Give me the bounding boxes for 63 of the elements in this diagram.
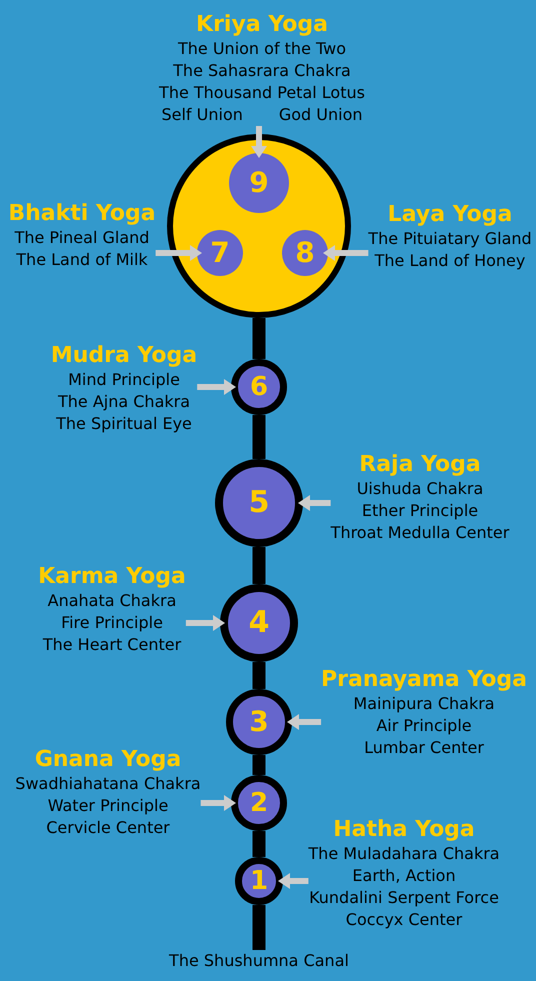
description-line: The Heart Center xyxy=(42,634,182,656)
canal-line xyxy=(252,662,266,689)
chakra-number: 3 xyxy=(249,708,269,736)
description-line: Lumbar Center xyxy=(364,737,484,759)
arrow xyxy=(200,795,236,811)
description-line: The Spiritual Eye xyxy=(56,413,192,435)
description-line: Mainipura Chakra xyxy=(353,693,495,715)
chakra-number: 2 xyxy=(250,790,268,816)
description-line: Air Principle xyxy=(376,715,472,737)
description-line: Self Union xyxy=(161,104,243,126)
description-line: The Ajna Chakra xyxy=(58,391,190,413)
description-line: Kundalini Serpent Force xyxy=(309,887,499,909)
yoga-heading: Laya Yoga xyxy=(388,202,512,228)
description-line: Throat Medulla Center xyxy=(330,522,510,544)
chakra-number: 4 xyxy=(248,608,270,638)
description-line: Swadhiahatana Chakra xyxy=(15,773,201,795)
description-line: Uishuda Chakra xyxy=(356,478,484,500)
description-line: Cervicle Center xyxy=(46,817,170,839)
yoga-heading: Pranayama Yoga xyxy=(321,667,527,693)
yoga-heading: Bhakti Yoga xyxy=(8,201,156,227)
yoga-heading: Karma Yoga xyxy=(38,564,186,590)
description-line: Coccyx Center xyxy=(346,909,462,931)
arrow xyxy=(186,615,225,631)
description-line: Mind Principle xyxy=(68,369,180,391)
description-line: Earth, Action xyxy=(352,865,456,887)
yoga-heading: Raja Yoga xyxy=(359,452,481,478)
yoga-heading: Mudra Yoga xyxy=(50,343,198,369)
description-line: The Muladahara Chakra xyxy=(308,843,500,865)
description-line: The Union of the Two xyxy=(178,38,346,60)
canal-line xyxy=(252,755,266,775)
chakra-number: 1 xyxy=(250,868,268,894)
arrow xyxy=(278,873,308,889)
chakra-number: 6 xyxy=(250,374,268,400)
description-line: The Pineal Gland xyxy=(14,227,150,249)
chakra-circle xyxy=(235,857,283,905)
description-line: Anahata Chakra xyxy=(48,590,176,612)
canal-line xyxy=(252,318,266,359)
chakra-number: 8 xyxy=(295,239,315,267)
canal-line xyxy=(252,415,266,459)
yoga-heading: Gnana Yoga xyxy=(34,747,182,773)
chakra-number: 9 xyxy=(249,169,269,197)
description-line: God Union xyxy=(278,104,363,126)
canal-line xyxy=(252,547,266,584)
description-line: The Pituiatary Gland xyxy=(368,228,532,250)
description-line: The Land of Honey xyxy=(374,250,526,272)
arrow xyxy=(197,379,236,395)
chakra-number: 5 xyxy=(248,488,270,518)
description-line: Water Principle xyxy=(48,795,168,817)
canal-line xyxy=(252,831,266,857)
arrow xyxy=(298,495,331,511)
chakra-circle xyxy=(197,230,243,276)
canal-line xyxy=(252,905,266,950)
description-line: The Land of Milk xyxy=(16,249,148,271)
canal-label: The Shushumna Canal xyxy=(169,950,349,972)
chakra-circle xyxy=(282,230,328,276)
description-line: Ether Principle xyxy=(362,500,478,522)
yoga-heading: Kriya Yoga xyxy=(196,12,328,38)
description-line: Fire Principle xyxy=(61,612,163,634)
description-line: The Sahasrara Chakra xyxy=(173,60,351,82)
description-line: The Thousand Petal Lotus xyxy=(159,82,365,104)
chakra-number: 7 xyxy=(210,239,230,267)
yoga-heading: Hatha Yoga xyxy=(333,817,475,843)
arrow xyxy=(287,714,322,730)
